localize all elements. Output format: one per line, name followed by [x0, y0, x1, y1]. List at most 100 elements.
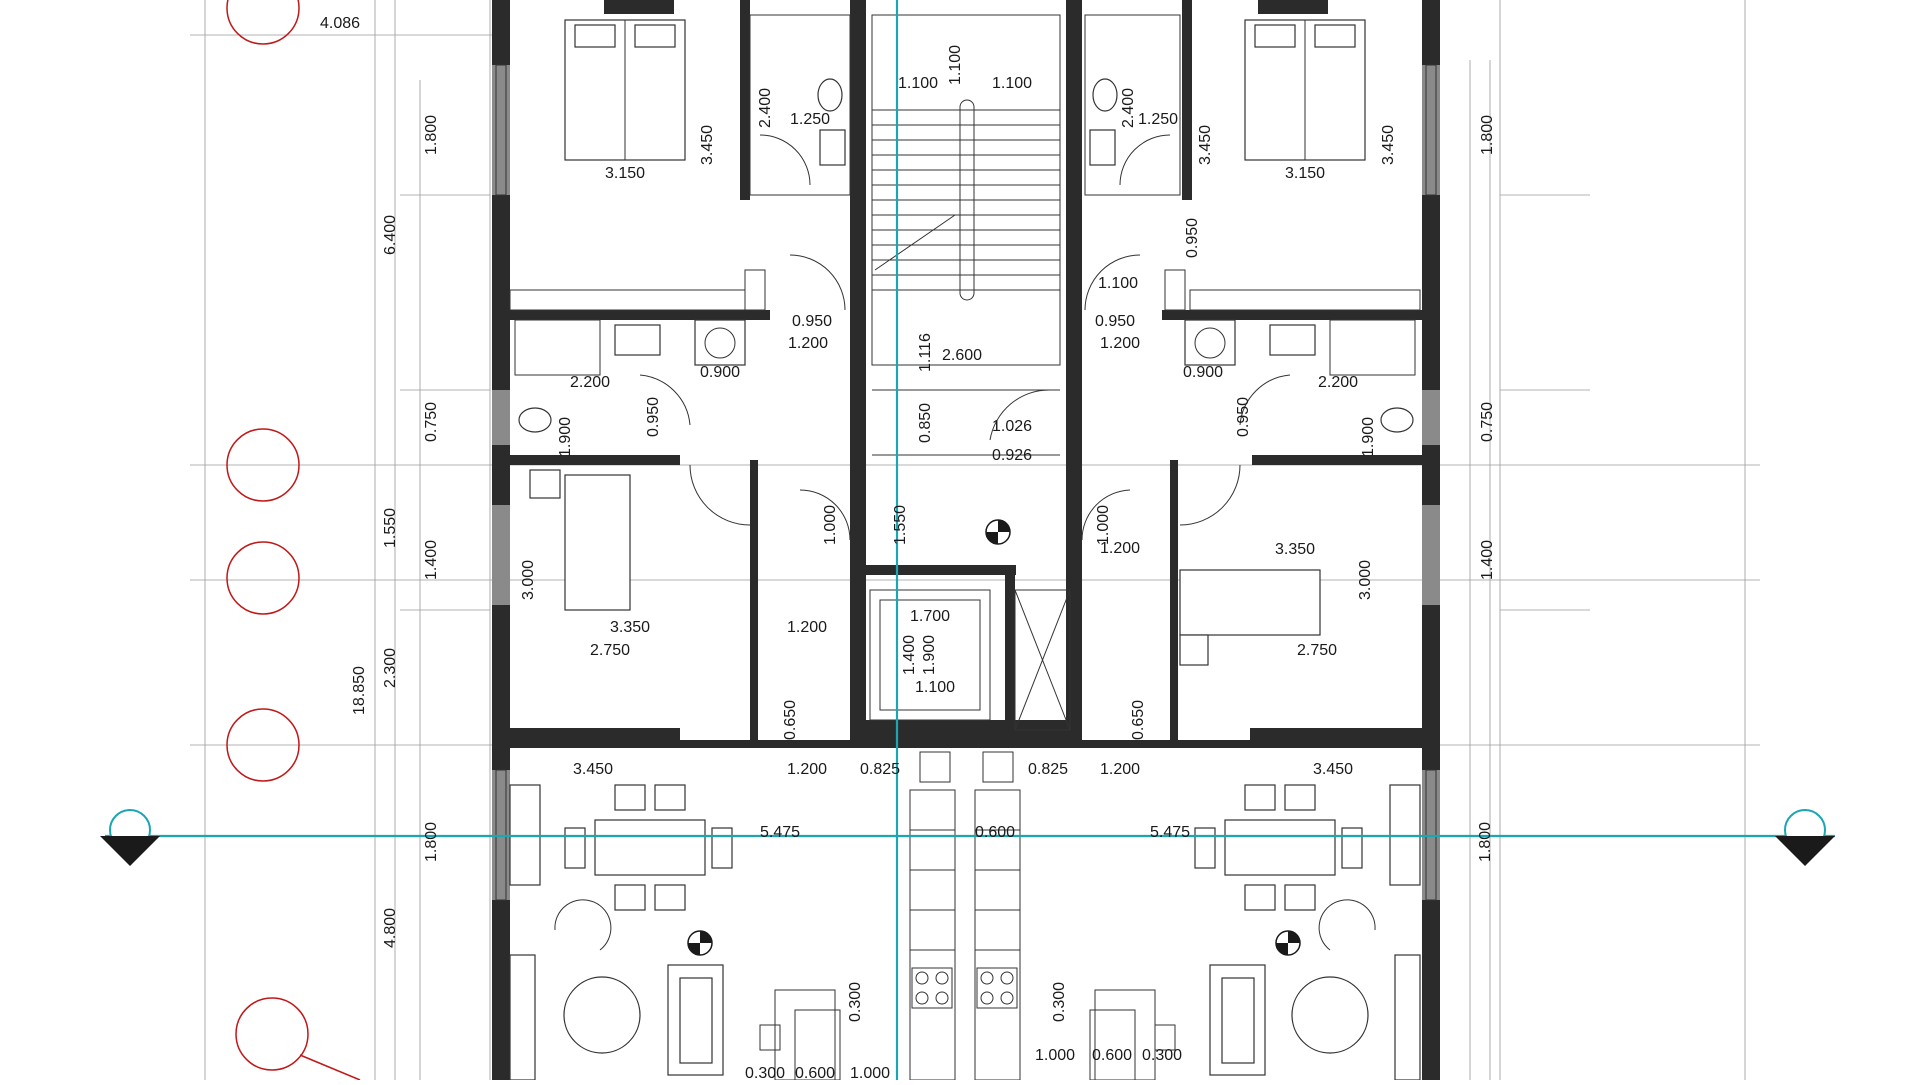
dim-label: 1.400	[901, 635, 918, 675]
dim-label: 1.900	[1360, 417, 1377, 457]
dim-label: 3.450	[1380, 125, 1397, 165]
dim-label: 0.950	[1095, 313, 1135, 330]
dim-label: 0.950	[792, 313, 832, 330]
dimension-labels: 4.086 3.150 1.250 1.100 1.100 1.250 3.15…	[320, 15, 1358, 1082]
dim-label: 0.825	[1028, 761, 1068, 778]
grid-marker-icon	[226, 541, 300, 615]
dim-label: 0.650	[782, 700, 799, 740]
dining-table-left	[594, 819, 706, 876]
dim-label: 3.450	[1197, 125, 1214, 165]
dim-label: 0.900	[1183, 364, 1223, 381]
dim-label: 0.750	[1479, 402, 1496, 442]
dim-label: 1.100	[947, 45, 964, 85]
dim-label: 2.400	[1120, 88, 1137, 128]
dim-label: 18.850	[351, 666, 368, 715]
dim-label: 5.475	[760, 824, 800, 841]
dim-label: 4.800	[382, 908, 399, 948]
dim-label: 2.750	[1297, 642, 1337, 659]
dim-label: 1.200	[787, 761, 827, 778]
dim-label: 0.950	[1184, 218, 1201, 258]
north-arrow-icon	[1275, 930, 1301, 956]
dim-label: 1.250	[1138, 111, 1178, 128]
dim-label: 0.300	[847, 982, 864, 1022]
north-arrow-icon	[687, 930, 713, 956]
interior-walls	[510, 0, 1422, 740]
exterior-walls	[492, 0, 1440, 1080]
dim-label: 1.550	[382, 508, 399, 548]
furniture-beds	[529, 19, 1366, 666]
dim-label: 1.800	[423, 115, 440, 155]
dim-label: 1.400	[1479, 540, 1496, 580]
single-bed-right	[1179, 569, 1321, 636]
dim-label: 1.900	[557, 417, 574, 457]
dim-label: 6.400	[382, 215, 399, 255]
dim-label: 2.300	[382, 648, 399, 688]
grid-marker-icon	[226, 0, 300, 45]
dim-label: 1.000	[822, 505, 839, 545]
dim-label: 1.116	[917, 333, 934, 372]
furniture-living	[509, 899, 1421, 1081]
grid-marker-icon	[235, 997, 309, 1071]
kitchen-counters	[909, 751, 1021, 1081]
dim-label: 0.600	[1092, 1047, 1132, 1064]
dim-label: 1.100	[992, 75, 1032, 92]
dim-label: 0.600	[795, 1065, 835, 1080]
dim-label: 0.300	[1142, 1047, 1182, 1064]
dim-label: 1.000	[850, 1065, 890, 1080]
stair	[871, 14, 1061, 456]
dim-label: 5.475	[1150, 824, 1190, 841]
dim-label: 0.950	[645, 397, 662, 437]
dim-label: 3.350	[1275, 541, 1315, 558]
dim-label: 2.600	[942, 347, 982, 364]
dim-label: 1.400	[423, 540, 440, 580]
dim-label: 0.900	[700, 364, 740, 381]
dim-label: 1.000	[1095, 505, 1112, 545]
dim-label: 4.086	[320, 15, 360, 32]
dim-label: 1.026	[992, 418, 1032, 435]
dim-label: 0.300	[745, 1065, 785, 1080]
dim-label: 3.150	[1285, 165, 1325, 182]
furniture-dining	[509, 784, 1421, 911]
reference-grid	[190, 0, 1760, 1080]
dim-label: 3.450	[1313, 761, 1353, 778]
dim-label: 1.700	[910, 608, 950, 625]
dim-label: 1.800	[1477, 822, 1494, 862]
dim-label: 3.000	[520, 560, 537, 600]
dim-label: 0.750	[423, 402, 440, 442]
dim-label: 1.800	[423, 822, 440, 862]
dim-label: 3.450	[573, 761, 613, 778]
dim-label: 1.100	[898, 75, 938, 92]
dim-label: 1.900	[921, 635, 938, 675]
dim-label: 3.000	[1357, 560, 1374, 600]
grid-marker-icon	[226, 428, 300, 502]
dim-label: 1.200	[787, 619, 827, 636]
dim-label: 0.950	[1235, 397, 1252, 437]
dim-label: 3.150	[605, 165, 645, 182]
dining-table-right	[1224, 819, 1336, 876]
door-swings	[639, 134, 1291, 541]
dim-label: 0.825	[860, 761, 900, 778]
bathroom-fixtures	[514, 14, 1416, 433]
dim-label: 0.926	[992, 447, 1032, 464]
dim-label: 1.800	[1479, 115, 1496, 155]
dim-label: 1.100	[915, 679, 955, 696]
dim-label: 3.350	[610, 619, 650, 636]
dim-label: 3.450	[699, 125, 716, 165]
dim-label: 0.300	[1051, 982, 1068, 1022]
round-table-left	[563, 976, 641, 1054]
dim-label: 1.100	[1098, 275, 1138, 292]
grid-marker-icon	[226, 708, 300, 782]
dim-label: 0.650	[1130, 700, 1147, 740]
dim-label: 1.000	[1035, 1047, 1075, 1064]
dim-label: 2.750	[590, 642, 630, 659]
dim-label: 1.550	[892, 505, 909, 545]
dim-label: 0.850	[917, 403, 934, 443]
lift-shaft	[869, 589, 1071, 731]
level-markers	[687, 519, 1301, 956]
dim-label: 1.200	[788, 335, 828, 352]
section-axes	[100, 0, 1835, 1080]
dim-label: 1.250	[790, 111, 830, 128]
furniture-wardrobes	[509, 269, 1421, 311]
